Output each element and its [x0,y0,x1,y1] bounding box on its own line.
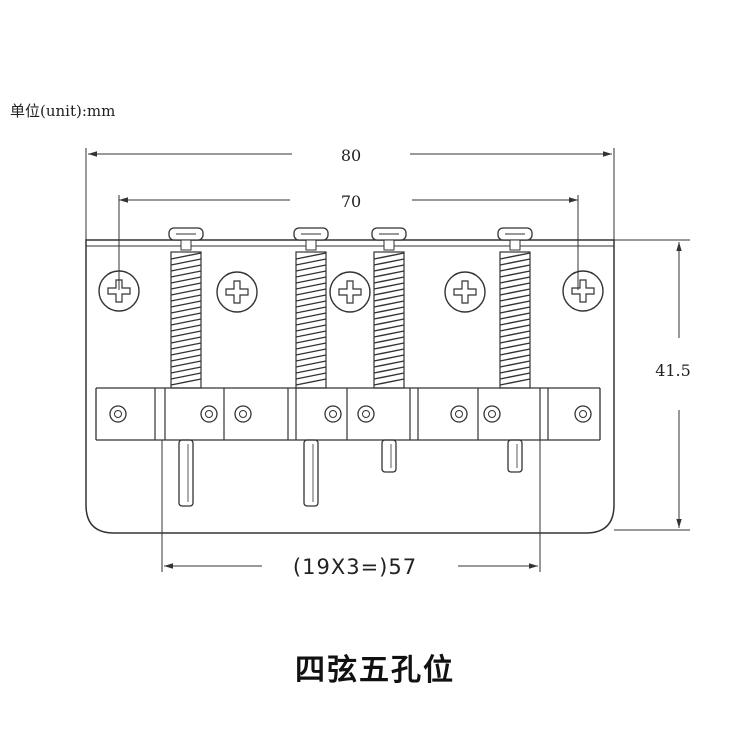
mounting-screw-hole [329,271,371,313]
saddle-hole [574,405,592,423]
saddle-hole [450,405,468,423]
bridge-plate-outline [85,239,615,534]
dimension-string-spacing: (19X3=)57 [164,555,538,579]
dimension-screw-spacing: 70 [118,192,579,290]
dimension-overall-width: 80 [88,146,612,165]
mounting-screw-hole [216,271,258,313]
saddle-hole [483,405,501,423]
mounting-screw-hole [98,270,140,312]
dimension-70-label: 70 [341,192,361,211]
saddle-hole [357,405,375,423]
caption-title: 四弦五孔位 [295,653,455,688]
unit-label: 单位(unit):mm [10,102,116,120]
saddle-row [95,387,601,441]
intonation-screw [497,227,533,473]
intonation-screw [168,227,204,507]
saddle-hole [324,405,342,423]
dimension-80-label: 80 [341,146,361,165]
intonation-screw [293,227,329,507]
mounting-screw-hole [444,271,486,313]
saddle-hole [234,405,252,423]
saddle-hole [200,405,218,423]
saddle-hole [109,405,127,423]
mounting-screw-hole [562,270,604,312]
dimension-41-5-label: 41.5 [655,361,691,380]
intonation-screw [371,227,407,473]
dimension-57-label: (19X3=)57 [293,555,417,579]
dimension-height: 41.5 [655,242,691,528]
